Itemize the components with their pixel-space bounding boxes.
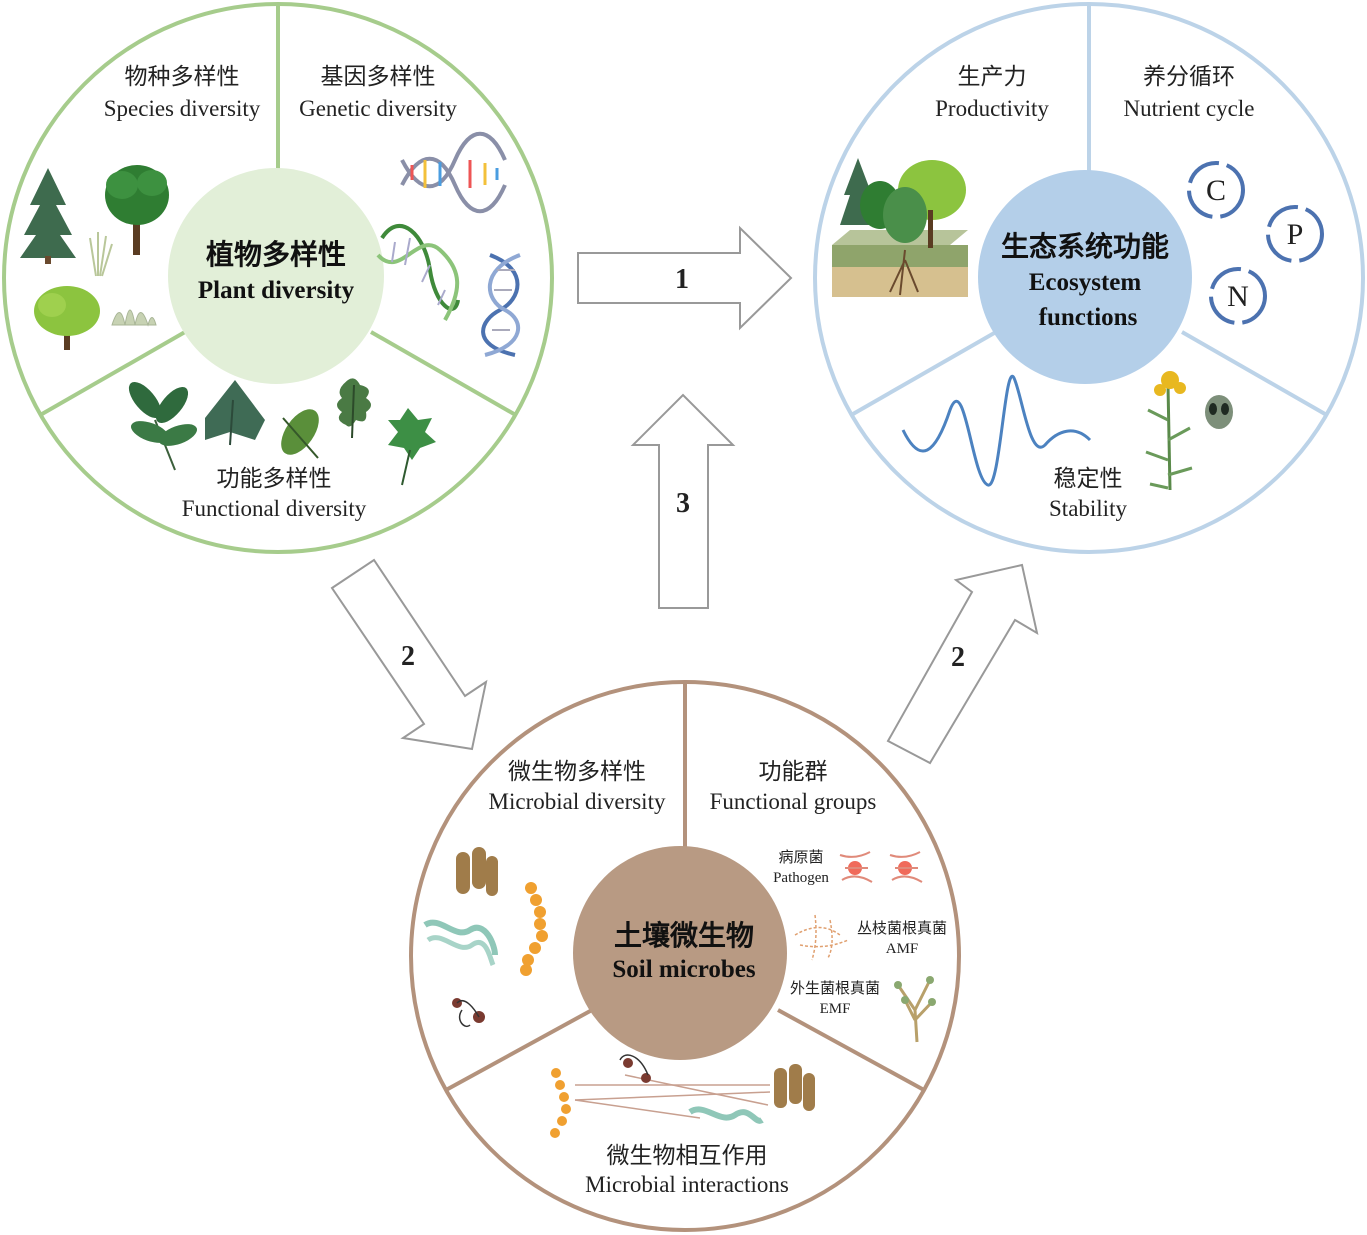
cycle-p-label: P	[1287, 218, 1304, 251]
species-diversity-cn: 物种多样性	[125, 64, 240, 89]
eco-divider-left	[852, 330, 997, 416]
small-tree-icon	[34, 286, 100, 350]
eco-core	[978, 170, 1192, 384]
microbial-interactions-en: Microbial interactions	[585, 1172, 789, 1197]
spirillum-icon	[423, 919, 498, 966]
ecosystem-functions-en-2: functions	[1039, 304, 1138, 331]
amf-hyphae-icon	[794, 914, 849, 961]
interactions-chain-icon	[550, 1068, 571, 1138]
carbon-cycle-icon: C	[1187, 161, 1245, 219]
soil-core	[573, 846, 787, 1060]
arrow-1: 1	[577, 225, 793, 331]
plant-core	[168, 168, 384, 384]
cycle-c-label: C	[1206, 174, 1226, 207]
microbial-interactions-cn: 微生物相互作用	[607, 1143, 768, 1168]
cycle-n-label: N	[1227, 280, 1249, 313]
dna-helix-blue-icon	[481, 253, 521, 357]
phosphorus-cycle-icon: P	[1266, 205, 1324, 263]
functional-diversity-cn: 功能多样性	[217, 466, 332, 491]
microbial-interactions-icon	[550, 1054, 815, 1138]
soil-microbes-en: Soil microbes	[612, 956, 756, 983]
serrated-leaf-icon	[281, 409, 319, 459]
productivity-en: Productivity	[935, 96, 1049, 121]
microbial-diversity-cn: 微生物多样性	[508, 759, 646, 784]
oak-leaf-icon	[337, 378, 371, 439]
emf-cn: 外生菌根真菌	[790, 979, 880, 997]
interactions-flagellate-icon	[619, 1054, 651, 1083]
ivy-leaf-icon	[205, 380, 265, 446]
plant-divider-right	[370, 330, 515, 416]
soil-divider-left	[445, 1008, 593, 1092]
plant-diversity-en: Plant diversity	[198, 277, 355, 304]
ecosystem-functions-cn: 生态系统功能	[1001, 230, 1169, 263]
arrow-2-left-label: 2	[401, 641, 415, 672]
plant-divider-left	[41, 330, 186, 416]
stability-wave-icon	[901, 374, 1092, 487]
pathogen-icon	[839, 851, 923, 883]
productivity-cn: 生产力	[958, 64, 1027, 89]
arrow-1-label: 1	[675, 264, 689, 295]
species-diversity-en: Species diversity	[104, 96, 261, 121]
forest-plot-icon	[832, 158, 968, 297]
plant-diversity-circle: 物种多样性 Species diversity 基因多样性 Genetic di…	[2, 2, 554, 554]
pathogen-en: Pathogen	[773, 870, 829, 886]
functional-groups-cn: 功能群	[759, 759, 828, 784]
arrow-3: 3	[630, 393, 736, 609]
dna-helix-colored-icon	[400, 131, 507, 214]
amf-en: AMF	[886, 941, 919, 957]
alien-head-icon	[1205, 395, 1233, 429]
amf-cn: 丛枝菌根真菌	[857, 919, 947, 937]
arrow-2-right-label: 2	[951, 642, 965, 673]
shrub-icon	[111, 309, 157, 327]
eco-divider-right	[1181, 330, 1326, 416]
plant-diversity-cn: 植物多样性	[206, 238, 346, 271]
bacilli-cluster-icon	[456, 847, 498, 896]
stability-cn: 稳定性	[1054, 466, 1123, 491]
flagellated-bacteria-icon	[452, 998, 485, 1027]
functional-groups-en: Functional groups	[710, 789, 877, 814]
nutrient-cycle-cn: 养分循环	[1143, 64, 1235, 89]
emf-fungus-icon	[894, 976, 936, 1043]
functional-diversity-en: Functional diversity	[182, 496, 367, 521]
broadleaf-tree-icon	[105, 165, 169, 255]
compound-leaf-icon	[128, 381, 198, 471]
arrow-3-label: 3	[676, 488, 690, 519]
interactions-spirillum-icon	[688, 1106, 764, 1124]
interactions-bacilli-icon	[774, 1064, 815, 1111]
genetic-diversity-cn: 基因多样性	[321, 64, 436, 89]
maple-leaf-icon	[388, 408, 436, 486]
nitrogen-cycle-icon: N	[1209, 267, 1267, 325]
stability-en: Stability	[1049, 496, 1127, 521]
arrow-2-right: 2	[886, 563, 1039, 765]
microbial-diversity-en: Microbial diversity	[489, 789, 666, 814]
ecosystem-functions-en-1: Ecosystem	[1029, 269, 1142, 296]
ecosystem-functions-circle: C P N 生产力 Productivity 养分循环 Nutrie	[813, 2, 1365, 554]
soil-microbes-circle: 微生物多样性 Microbial diversity 功能群 Functiona…	[409, 680, 961, 1232]
emf-en: EMF	[820, 1001, 851, 1017]
soil-divider-right	[777, 1008, 925, 1092]
pathogen-cn: 病原菌	[778, 849, 823, 866]
dna-helix-green-icon	[376, 224, 460, 321]
nutrient-cycle-en: Nutrient cycle	[1124, 96, 1255, 121]
genetic-diversity-en: Genetic diversity	[299, 96, 457, 121]
conifer-tree-icon	[20, 168, 76, 264]
arrow-2-left: 2	[330, 558, 488, 751]
streptococcus-chain-icon	[520, 882, 548, 976]
grass-icon	[89, 232, 113, 277]
soil-microbes-cn: 土壤微生物	[614, 919, 754, 952]
flowering-plant-icon	[1145, 371, 1193, 491]
